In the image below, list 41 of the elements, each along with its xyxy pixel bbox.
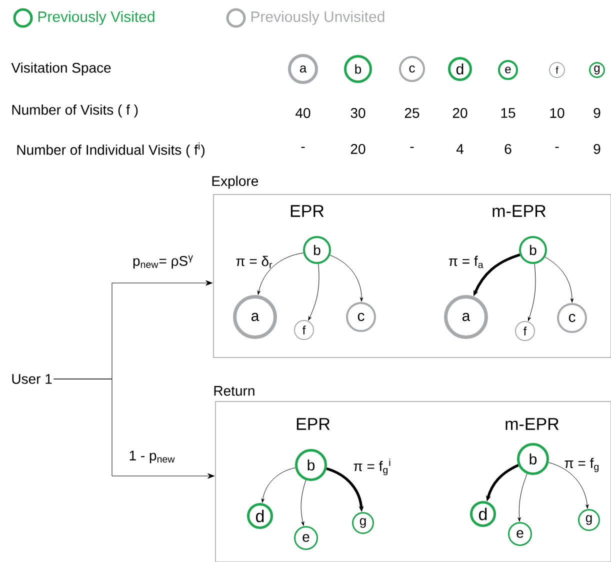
arrow [528, 264, 536, 321]
user-label: User 1 [12, 374, 52, 384]
node-label: Explore [212, 176, 258, 189]
table-value: - [410, 146, 414, 148]
row-header: Number of Individual Visits ( f$^{i}$) [17, 142, 204, 158]
table-value: 10 [550, 108, 564, 118]
node-label: Return [214, 386, 254, 396]
table-value: 20 [452, 108, 468, 118]
arrow [261, 468, 296, 503]
table-value: 20 [350, 144, 366, 154]
arrow [257, 252, 304, 295]
panel-title: EPR [290, 205, 324, 217]
edge-label: 1 - p$_{new}$ [130, 450, 175, 464]
arrow [544, 256, 574, 302]
row-header: Number of Visits ( f ) [12, 104, 138, 118]
policy-formula: π = δ$_{r}$ [236, 256, 272, 268]
arrow [53, 378, 215, 479]
policy-formula: π = f$_{a}$ [448, 256, 484, 268]
table-value: 4 [456, 144, 464, 154]
table-value: 9 [594, 144, 600, 154]
arrow [308, 264, 320, 320]
row-header: Visitation Space [11, 62, 111, 76]
policy-formula: π = f$_{g}$ [564, 458, 599, 472]
panel-title: EPR [296, 418, 330, 430]
arrow [300, 480, 306, 526]
table-value: 6 [504, 144, 512, 154]
table-value: 9 [594, 108, 600, 118]
edge-label: p$_{new}$= ρS$^{γ}$ [133, 255, 193, 269]
policy-formula: π = f$_{g}$i [354, 458, 390, 476]
table-value: - [301, 146, 305, 148]
legend-item: Previously Unvisited [226, 8, 384, 28]
legend-item: Previously Visited [13, 8, 154, 28]
table-value: 15 [501, 108, 516, 118]
table-value: 30 [350, 108, 366, 118]
arrow [330, 254, 363, 302]
table-value: - [555, 146, 559, 148]
panel-title: m-EPR [492, 205, 546, 217]
table-value: 25 [404, 108, 420, 118]
table-value: 40 [296, 108, 310, 118]
arrow [548, 462, 589, 509]
arrow [518, 474, 528, 522]
